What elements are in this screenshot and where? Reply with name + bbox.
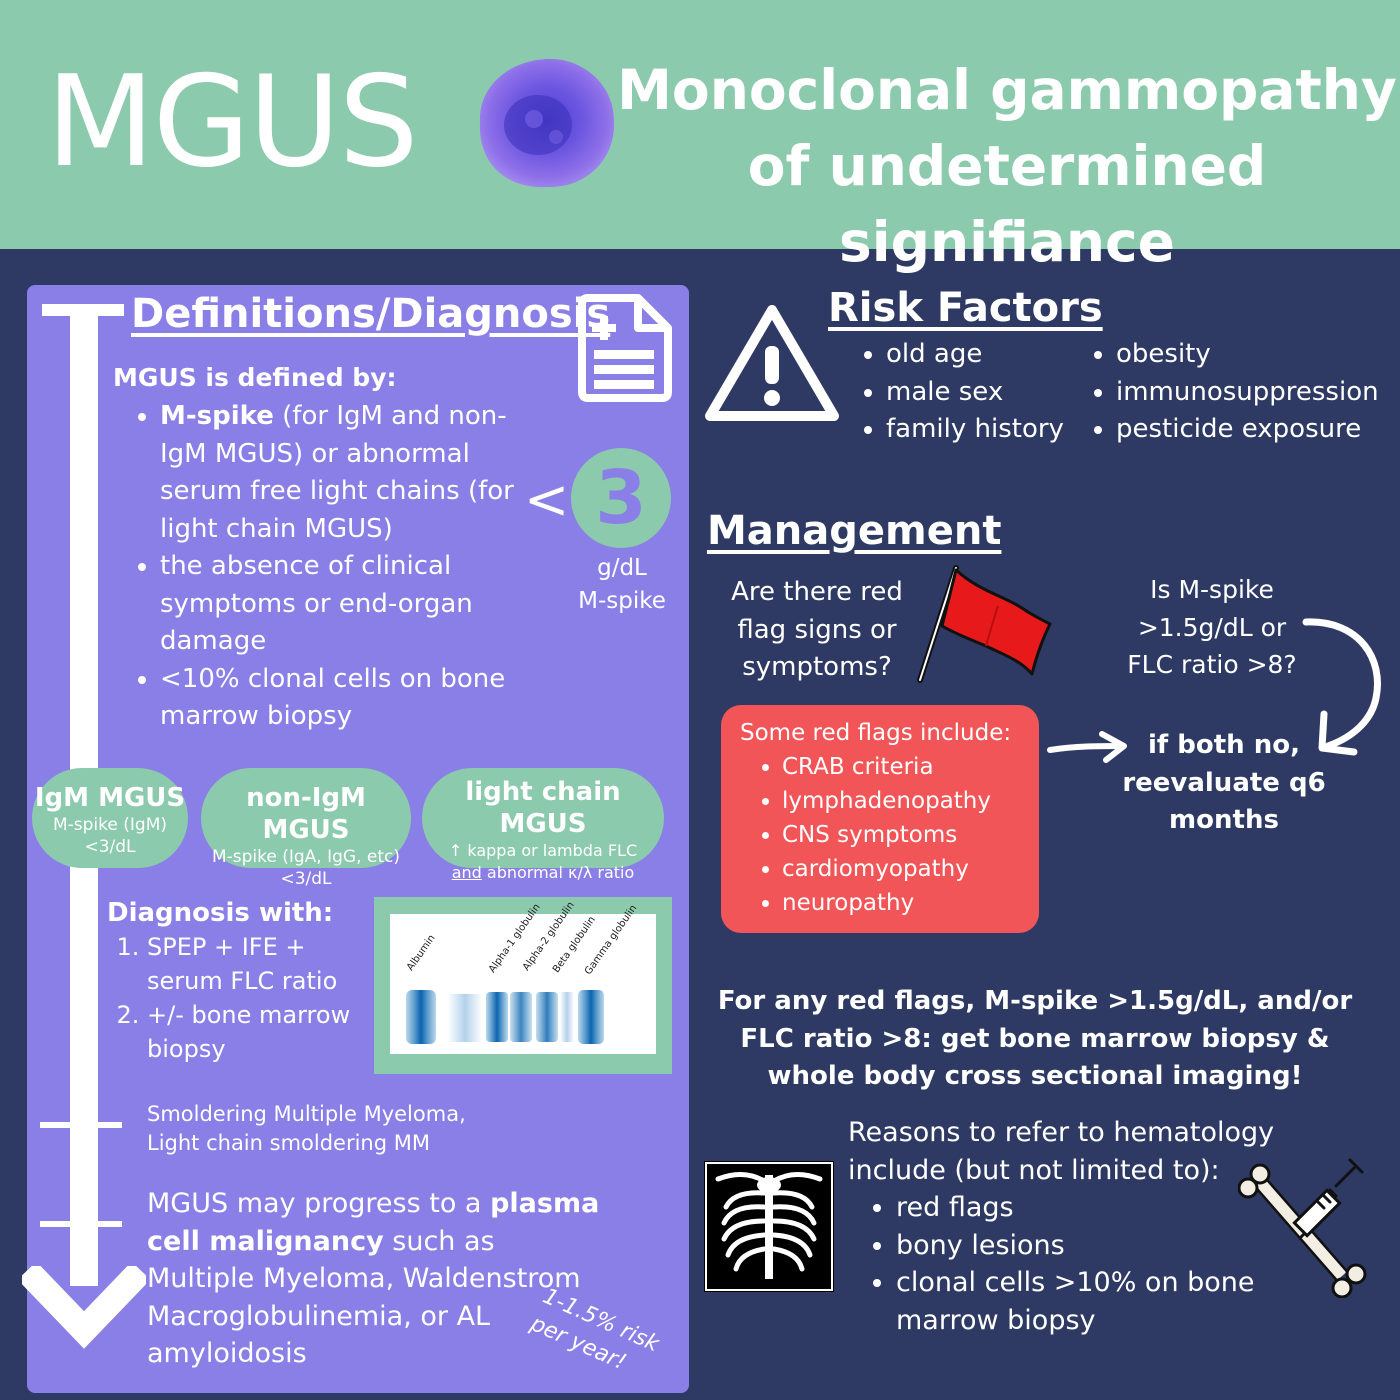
mgus-acronym: MGUS (46, 48, 419, 195)
red-flags-title: Some red flags include: (740, 720, 1012, 746)
risk-factor: obesity (1116, 336, 1379, 374)
reevaluate-instruction: if both no, reevaluate q6 months (1122, 730, 1326, 835)
referral-reason: bony lesions (896, 1227, 1288, 1265)
risk-factor: old age (886, 336, 1064, 374)
subtype-name: non-IgM MGUS (246, 783, 366, 845)
full-name-line2: of undetermined signifiance (747, 134, 1267, 274)
progression-text: MGUS may progress to a plasma cell malig… (147, 1188, 600, 1369)
timeline-shaft-lower (70, 866, 98, 1286)
criterion-clonal-cells: <10% clonal cells on bone marrow biopsy (160, 661, 534, 736)
smoldering-stage-label: Smoldering Multiple Myeloma, Light chain… (147, 1100, 466, 1158)
subtype-non-igm-mgus: non-IgM MGUS M-spike (IgA, IgG, etc) <3/… (201, 768, 411, 889)
red-flags-list: CRAB criteria lymphadenopathy CNS sympto… (738, 750, 991, 920)
header-banner (0, 0, 1400, 249)
subtype-line1: M-spike (IgA, IgG, etc) (211, 847, 401, 867)
definition-criteria-list: M-spike (for IgM and non-IgM MGUS) or ab… (114, 398, 534, 736)
criterion-mspike: M-spike (for IgM and non-IgM MGUS) or ab… (160, 398, 534, 548)
risk-factor: male sex (886, 374, 1064, 412)
less-than-symbol: < (524, 468, 570, 531)
diagnosis-step: SPEP + IFE + serum FLC ratio (147, 930, 378, 998)
red-flag-question: Are there red flag signs or symptoms? (731, 577, 903, 682)
curved-arrow-icon (1302, 618, 1381, 756)
timeline-arrowhead-icon (22, 1266, 146, 1349)
timeline-tick-smm (40, 1122, 122, 1128)
subtype-line2: <3/dL (84, 837, 136, 857)
workup-instruction: For any red flags, M-spike >1.5g/dL, and… (717, 986, 1353, 1091)
referral-reason: red flags (896, 1189, 1288, 1227)
mspike-question: Is M-spike >1.5g/dL or FLC ratio >8? (1127, 575, 1297, 679)
risk-factor: pesticide exposure (1116, 411, 1379, 449)
risk-factor: immunosuppression (1116, 374, 1379, 412)
management-title: Management (707, 508, 1002, 554)
definitions-title: Definitions/Diagnosis (131, 291, 611, 337)
warning-triangle-icon (705, 305, 839, 421)
smoldering-line1: Smoldering Multiple Myeloma, (147, 1102, 466, 1126)
subtype-line2: and abnormal κ/λ ratio (451, 863, 635, 882)
red-flag-item: CRAB criteria (782, 750, 991, 784)
red-flag-item: lymphadenopathy (782, 784, 991, 818)
red-flags-box (721, 705, 1039, 933)
risk-factors-title: Risk Factors (828, 285, 1103, 331)
threshold-unit: g/dL M-spike (574, 552, 670, 618)
subtype-line1: ↑ kappa or lambda FLC (448, 841, 638, 860)
red-flag-icon (917, 565, 1052, 683)
electrophoresis-gel-image: Albumin Alpha-1 globulin Alpha-2 globuli… (390, 900, 656, 1054)
risk-factors-column2: obesity immunosuppression pesticide expo… (1070, 336, 1379, 449)
risk-factors-column1: old age male sex family history (840, 336, 1064, 449)
subtype-name: light chain MGUS (465, 777, 621, 839)
timeline-tick-malignancy (40, 1221, 122, 1227)
criterion-no-symptoms: the absence of clinical symptoms or end-… (160, 548, 534, 661)
threshold-value-badge: 3 (571, 448, 671, 548)
threshold-unit-line1: g/dL (597, 555, 647, 581)
red-flag-item: cardiomyopathy (782, 852, 991, 886)
diagnosis-step: +/- bone marrow biopsy (147, 998, 378, 1066)
subtype-igm-mgus: IgM MGUS M-spike (IgM) <3/dL (32, 768, 188, 868)
subtype-line2: <3/dL (280, 869, 332, 889)
full-name-title: Monoclonal gammopathy of undetermined si… (612, 52, 1400, 280)
right-arrow-icon (1047, 731, 1127, 763)
subtype-name: IgM MGUS (34, 783, 186, 813)
red-flag-item: CNS symptoms (782, 818, 991, 852)
gel-bands (406, 990, 604, 1044)
subtype-line1: M-spike (IgM) (52, 815, 167, 835)
threshold-unit-line2: M-spike (578, 588, 666, 614)
diagnosis-title: Diagnosis with: (107, 898, 334, 928)
timeline-shaft (70, 306, 98, 770)
referral-reason: clonal cells >10% on bone marrow biopsy (896, 1264, 1288, 1339)
subtype-light-chain-mgus: light chain MGUS ↑ kappa or lambda FLC a… (422, 768, 664, 882)
full-name-line1: Monoclonal gammopathy (617, 58, 1397, 122)
bone-marrow-biopsy-icon (1238, 1158, 1367, 1298)
smoldering-line2: Light chain smoldering MM (147, 1131, 430, 1155)
medical-document-icon (578, 294, 672, 402)
chest-xray-icon (704, 1161, 834, 1292)
referral-section: Reasons to refer to hematology include (… (848, 1114, 1288, 1339)
referral-intro: Reasons to refer to hematology include (… (848, 1117, 1275, 1186)
definition-intro: MGUS is defined by: (113, 363, 397, 392)
risk-factor: family history (886, 411, 1064, 449)
diagnosis-steps: SPEP + IFE + serum FLC ratio +/- bone ma… (123, 930, 378, 1066)
red-flag-item: neuropathy (782, 886, 991, 920)
plasma-cell-icon (479, 58, 615, 188)
